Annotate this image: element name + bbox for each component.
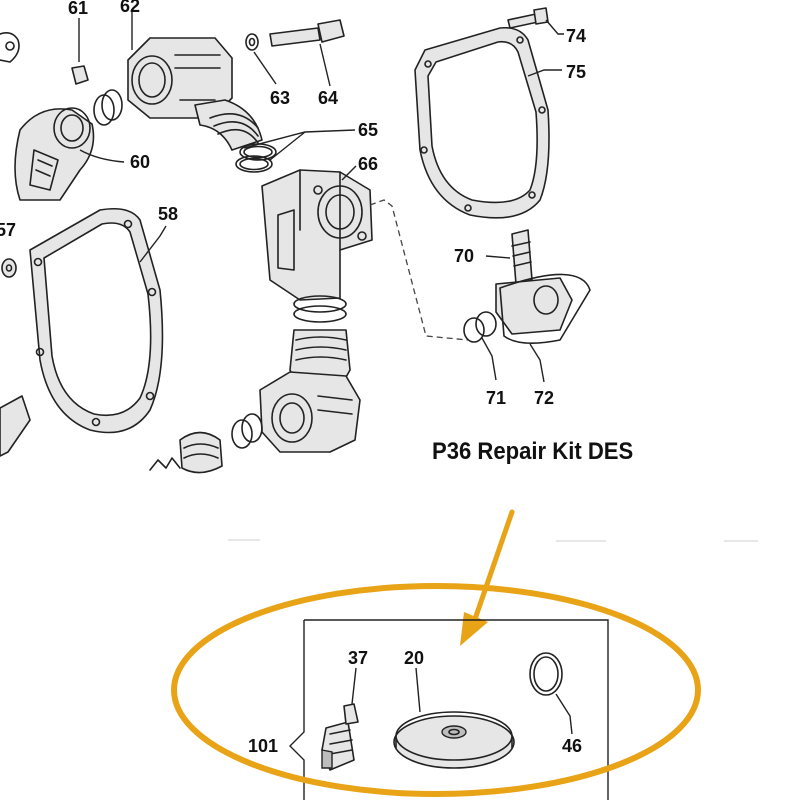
part-70-fitting xyxy=(495,229,573,335)
part-66-manifold xyxy=(261,169,373,301)
leader-71 xyxy=(481,337,497,381)
leader-63 xyxy=(253,51,277,85)
leader-64 xyxy=(319,43,331,87)
dashed-assembly-line xyxy=(369,199,469,341)
callout-101: 101 xyxy=(248,736,278,756)
callout-75: 75 xyxy=(566,62,586,82)
callout-63: 63 xyxy=(270,88,290,108)
repair-kit-box xyxy=(289,619,609,800)
part-71-o-rings xyxy=(463,311,497,343)
leader-72 xyxy=(529,343,545,383)
leader-66 xyxy=(341,165,357,181)
part-61-nut xyxy=(71,65,89,85)
part-37-valve xyxy=(321,703,359,771)
callout-71: 71 xyxy=(486,388,506,408)
part-63-washer xyxy=(245,33,259,51)
leader-37 xyxy=(351,667,357,705)
callout-64: 64 xyxy=(318,88,338,108)
leader-20 xyxy=(415,667,421,713)
part-65-o-rings xyxy=(235,143,277,173)
leader-46 xyxy=(555,693,573,735)
callout-70: 70 xyxy=(454,246,474,266)
leader-58 xyxy=(139,225,167,263)
highlight-arrow xyxy=(460,509,515,646)
part-46-o-ring xyxy=(529,652,563,696)
part-75-gasket xyxy=(414,26,550,219)
part-58-gasket xyxy=(29,207,164,434)
repair-kit-title: P36 Repair Kit DES xyxy=(432,438,634,465)
leader-75 xyxy=(527,69,562,77)
clipped-part-top-left xyxy=(0,32,20,63)
part-60-elbow xyxy=(14,107,95,201)
part-72-clip xyxy=(499,273,591,344)
callout-66: 66 xyxy=(358,154,378,174)
callout-60: 60 xyxy=(130,152,150,172)
leader-65 xyxy=(243,129,356,161)
callout-46: 46 xyxy=(562,736,582,756)
part-74-screw xyxy=(507,7,549,29)
callout-37: 37 xyxy=(348,648,368,668)
clipped-part-bottom-left xyxy=(0,395,31,457)
callout-61: 61 xyxy=(68,0,88,18)
callout-62: 62 xyxy=(120,0,140,16)
callout-65: 65 xyxy=(358,120,378,140)
callout-20: 20 xyxy=(404,648,424,668)
leader-74 xyxy=(545,19,564,35)
callout-74: 74 xyxy=(566,26,586,46)
callout-72: 72 xyxy=(534,388,554,408)
highlight-ellipse xyxy=(171,583,701,797)
part-20-diaphragm xyxy=(393,711,515,769)
leader-60 xyxy=(79,149,125,163)
part-64-bolt xyxy=(269,19,345,47)
scan-artifacts xyxy=(228,539,758,542)
leader-70 xyxy=(485,255,511,259)
lower-pump-housing xyxy=(231,295,361,453)
callout-57: 57 xyxy=(0,220,16,240)
lower-valve-fitting xyxy=(149,431,223,474)
part-57-washer xyxy=(1,258,17,278)
part-62-pump-housing xyxy=(93,37,263,151)
callout-58: 58 xyxy=(158,204,178,224)
